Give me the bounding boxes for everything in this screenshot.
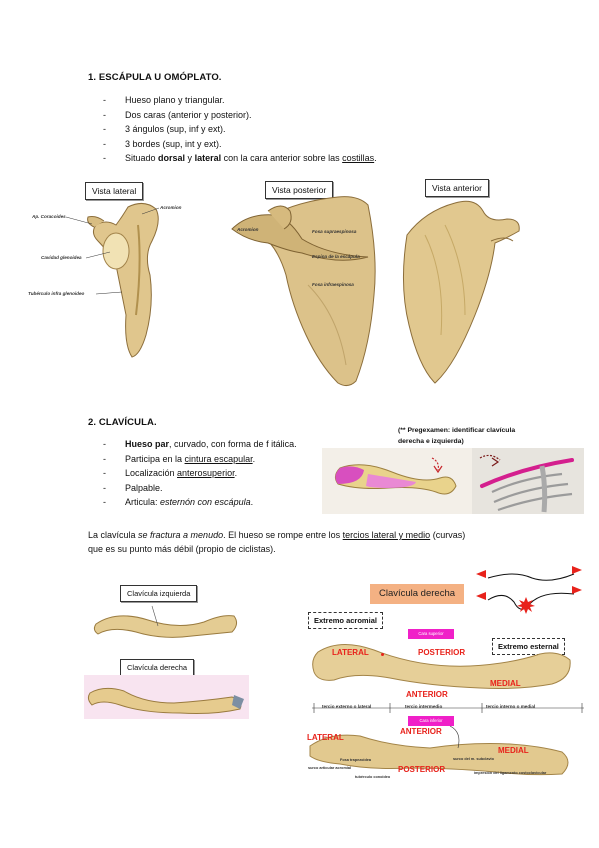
clavicle-inferior-view	[309, 725, 569, 776]
scapula-bullet-list: Hueso plano y triangular. Dos caras (ant…	[103, 93, 377, 166]
text-bold: Hueso par	[125, 439, 170, 449]
link-cintura-escapular[interactable]: cintura escapular	[184, 453, 253, 464]
fracture-line-1: La clavícula se fractura a menudo. El hu…	[88, 528, 465, 542]
label-extremo-acromial: Extremo acromial	[308, 612, 383, 629]
list-item: 3 bordes (sup, int y ext).	[103, 137, 377, 152]
text: . El hueso se rompe entre los	[223, 530, 343, 540]
text: Localización	[125, 468, 178, 479]
text: Participa en la	[125, 453, 185, 464]
text-bold: dorsal	[158, 153, 186, 164]
list-item: Articula: esternón con escápula.	[103, 495, 297, 510]
label-surco-acromial: surco articular acromial	[308, 766, 352, 770]
label-vista-anterior: Vista anterior	[425, 179, 489, 197]
list-item: Hueso plano y triangular.	[103, 93, 377, 108]
label-clavicula-derecha-left: Clavícula derecha	[120, 659, 195, 676]
label-tuberculo-infraglenoideo: Tubérculo infra glenoideo	[28, 291, 85, 296]
scapula-anterior-illustration	[402, 200, 520, 384]
label-coracoides: Ap. Coracoides	[32, 214, 66, 219]
tercios-scale	[312, 703, 584, 713]
label-tercio-intermedio: tercio intermedio	[405, 704, 443, 709]
text: Articula:	[125, 497, 161, 508]
marker-dot	[381, 653, 384, 656]
label-ligamento-costoclavicular: impresión del ligamento costoclavicular	[474, 771, 547, 775]
clavicle-bullet-list: Hueso par, curvado, con forma de f itáli…	[103, 437, 297, 510]
list-item: Situado dorsal y lateral con la cara ant…	[103, 151, 377, 166]
text: (curvas)	[430, 530, 466, 540]
label-lateral-top: LATERAL	[332, 648, 369, 657]
label-clavicula-izquierda: Clavícula izquierda	[120, 585, 198, 602]
text: y	[185, 153, 195, 164]
label-espina-escapula: Espina de la escápula	[312, 254, 360, 259]
list-item: Localización anterosuperior.	[103, 466, 297, 481]
fracture-diagram	[476, 566, 582, 614]
label-cara-inferior: Cara inferior	[408, 716, 454, 726]
list-item: Participa en la cintura escapular.	[103, 452, 297, 467]
label-fosa-infraespinosa: Fosa infraespinosa	[312, 282, 354, 287]
text-bold: lateral	[194, 153, 222, 164]
list-item: Hueso par, curvado, con forma de f itáli…	[103, 437, 297, 452]
label-vista-lateral: Vista lateral	[85, 182, 144, 200]
text: con la cara anterior sobre las	[221, 153, 343, 164]
fracture-line-2: que es su punto más débil (propio de cic…	[88, 544, 276, 554]
link-anterosuperior[interactable]: anterosuperior	[177, 468, 235, 479]
text: .	[234, 468, 238, 479]
label-extremo-esternal: Extremo esternal	[492, 638, 565, 655]
text-italic: esternón con escápula	[160, 497, 251, 508]
exam-note-line: (** Pregexamen: identificar clavícula	[398, 427, 516, 434]
text: .	[374, 153, 377, 164]
label-tercio-lateral: tercio externo o lateral	[322, 704, 372, 709]
scapula-lateral-illustration	[87, 203, 159, 358]
label-vista-posterior: Vista posterior	[265, 181, 334, 199]
label-cara-superior: Cara superior	[408, 629, 454, 639]
text: La clavícula	[88, 530, 139, 540]
title-clavicula-derecha: Clavícula derecha	[370, 584, 464, 604]
list-item: 3 ángulos (sup, inf y ext).	[103, 122, 377, 137]
label-medial-bottom: MEDIAL	[498, 746, 529, 755]
clavicle-right-illustration	[84, 675, 249, 719]
text-italic: se fractura a menudo	[138, 530, 224, 540]
exam-note-line: derecha e izquierda)	[398, 438, 464, 445]
list-item: Palpable.	[103, 481, 297, 496]
label-fosa-supraespinosa: Fosa supraespinosa	[312, 229, 357, 234]
label-acromion-posterior: Acromion	[237, 227, 259, 232]
label-acromion-lateral: Acromion	[160, 205, 182, 210]
clavicle-superior-view	[312, 644, 571, 689]
label-cavidad-glenoidea: Cavidad glenoidea	[41, 255, 82, 260]
section-heading-scapula: 1. ESCÁPULA U OMÓPLATO.	[88, 72, 222, 83]
link-costillas[interactable]: costillas	[342, 153, 375, 164]
label-posterior-bottom: POSTERIOR	[398, 765, 446, 774]
label-tuberculo-conoideo: tubérculo conoideo	[355, 775, 391, 779]
text: .	[252, 453, 256, 464]
label-surco-subclavio: surco del m. subclavio	[453, 757, 494, 761]
clavicle-regions-illustration	[322, 448, 584, 514]
label-lateral-bottom: LATERAL	[307, 733, 344, 742]
label-tercio-medial: tercio interno o medial	[486, 704, 536, 709]
section-heading-clavicle: 2. CLAVÍCULA.	[88, 417, 157, 428]
label-anterior-bottom: ANTERIOR	[400, 727, 442, 736]
exam-note: (** Pregexamen: identificar clavícula de…	[398, 425, 515, 447]
label-posterior-top: POSTERIOR	[418, 648, 466, 657]
scapula-posterior-illustration	[231, 196, 376, 387]
text: .	[250, 497, 254, 508]
label-medial-top: MEDIAL	[490, 679, 521, 688]
fracture-paragraph: La clavícula se fractura a menudo. El hu…	[88, 528, 465, 556]
label-fosa-trapezoidea: Fosa trapezoidea	[340, 758, 372, 762]
label-anterior-mid: ANTERIOR	[406, 690, 448, 699]
link-tercios[interactable]: tercios lateral y medio	[342, 530, 431, 540]
clavicle-left-illustration	[93, 605, 238, 638]
list-item: Dos caras (anterior y posterior).	[103, 108, 377, 123]
text: Situado	[125, 153, 159, 164]
text: , curvado, con forma de f itálica.	[169, 439, 297, 449]
